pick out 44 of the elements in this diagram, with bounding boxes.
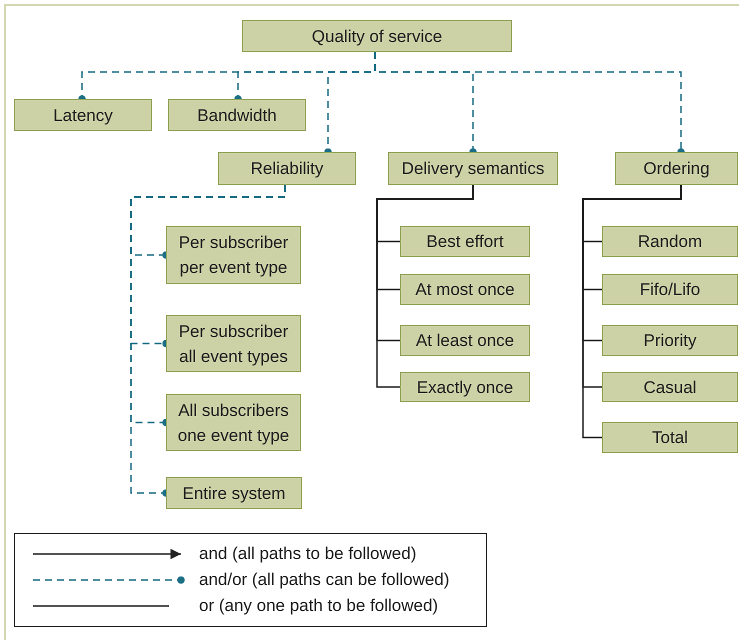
node-label: Exactly once xyxy=(416,376,514,398)
category-box xyxy=(400,274,530,305)
category-box xyxy=(388,152,558,185)
connector xyxy=(130,185,286,497)
category-box xyxy=(602,274,738,305)
node-label: Total xyxy=(652,427,688,449)
legend-label: or (any one path to be followed) xyxy=(199,595,438,618)
node-label: Random xyxy=(638,231,702,253)
category-box xyxy=(166,394,301,451)
category-box xyxy=(168,99,306,131)
node-label: Ordering xyxy=(643,158,710,180)
connector xyxy=(582,185,682,438)
node-label: Quality of service xyxy=(312,26,442,48)
node-label: Priority xyxy=(644,330,696,352)
category-box xyxy=(602,422,738,453)
connector xyxy=(376,185,474,388)
node-label: Entire system xyxy=(182,482,286,504)
node-label: At least once xyxy=(416,330,514,352)
category-box xyxy=(602,372,738,402)
category-box xyxy=(602,226,738,257)
node-label: Reliability xyxy=(250,158,324,180)
node-label: Casual xyxy=(644,376,696,398)
category-box xyxy=(400,372,530,402)
category-box xyxy=(166,315,301,372)
legend-label: and/or (all paths can be followed) xyxy=(199,569,450,592)
node-label: Per subscriber per event type xyxy=(178,232,290,279)
category-box xyxy=(166,477,302,509)
node-label: Fifo/Lifo xyxy=(640,279,700,301)
node-label: Latency xyxy=(53,104,113,126)
node-label: Per subscriber all event types xyxy=(178,320,290,368)
category-box xyxy=(400,226,530,257)
node-label: Best effort xyxy=(426,231,504,253)
category-box xyxy=(400,325,530,356)
node-label: All subscribers one event type xyxy=(176,400,290,446)
category-box xyxy=(218,152,356,185)
category-box xyxy=(602,325,738,356)
node-label: At most once xyxy=(415,279,515,301)
node-label: Bandwidth xyxy=(197,104,277,126)
category-box xyxy=(242,20,512,52)
category-box xyxy=(14,99,152,131)
legend-label: and (all paths to be followed) xyxy=(199,543,416,566)
category-box xyxy=(166,226,301,284)
node-label: Delivery semantics xyxy=(402,158,544,180)
category-box xyxy=(615,152,738,185)
